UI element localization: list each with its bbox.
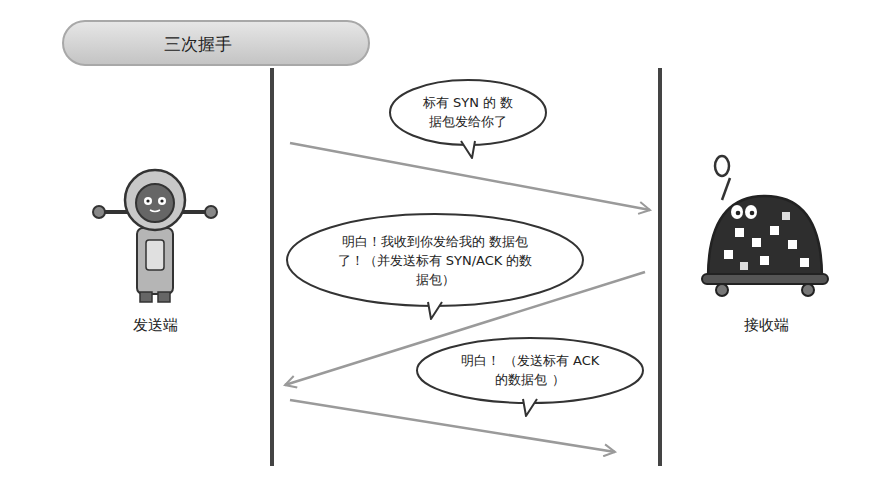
title-box: 三次握手 — [62, 20, 370, 66]
bubble-text: 标有 SYN 的 数据包发给你了 — [418, 93, 518, 131]
receiver-robot — [702, 156, 828, 296]
ack-arrow — [290, 400, 615, 452]
speech-bubble: 明白！我收到你发给我的 数据包了！（并发送标有 SYN/ACK 的数据包） — [285, 212, 585, 308]
sender-robot — [93, 170, 217, 302]
speech-bubble: 明白！ （发送标有 ACK 的数据包 ） — [415, 336, 645, 405]
sender-timeline — [270, 68, 274, 466]
endpoint-label: 接收端 — [744, 316, 789, 335]
speech-bubble: 标有 SYN 的 数据包发给你了 — [388, 78, 548, 147]
title-text: 三次握手 — [164, 33, 232, 56]
receiver-timeline — [658, 68, 662, 466]
bubble-text: 明白！ （发送标有 ACK 的数据包 ） — [455, 351, 605, 389]
bubble-outline — [285, 212, 585, 326]
endpoint-label: 发送端 — [133, 316, 178, 335]
bubble-text: 明白！我收到你发给我的 数据包了！（并发送标有 SYN/ACK 的数据包） — [335, 232, 535, 289]
